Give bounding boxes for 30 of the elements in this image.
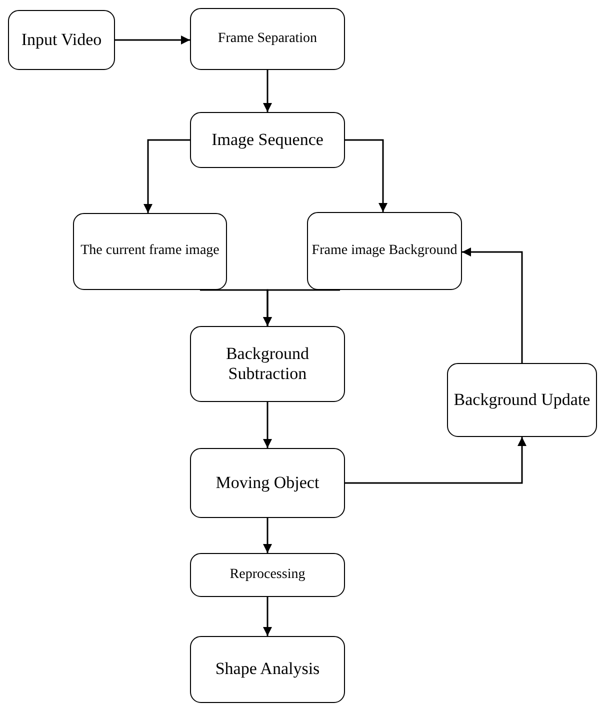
process-box <box>190 636 345 703</box>
arrow <box>263 597 272 636</box>
process-box <box>190 553 345 597</box>
arrow <box>263 402 272 448</box>
box-label: Background Update <box>454 390 590 410</box>
arrow <box>345 437 526 484</box>
arrow <box>263 70 272 112</box>
process-box <box>190 8 345 70</box>
arrow <box>263 289 340 326</box>
box-label: The current frame image <box>80 243 220 260</box>
arrow <box>115 36 190 44</box>
box-label: Background Subtraction <box>224 344 310 384</box>
arrow <box>462 248 523 363</box>
process-box <box>190 112 345 168</box>
box-label: Moving Object <box>216 472 320 494</box>
arrow <box>345 139 388 212</box>
box-label: Frame image Background <box>312 242 458 260</box>
process-box <box>8 10 115 70</box>
arrow <box>263 518 272 553</box>
process-box <box>190 326 345 402</box>
process-box <box>447 363 597 437</box>
box-label: Image Sequence <box>212 130 324 150</box>
process-box <box>190 448 345 518</box>
box-label: Input Video <box>21 30 102 50</box>
box-label: Shape Analysis <box>215 659 320 680</box>
box-label: Frame Separation <box>218 30 318 48</box>
box-label: Reprocessing <box>230 566 306 584</box>
process-box <box>307 212 462 290</box>
arrow <box>144 139 190 213</box>
process-box <box>73 213 227 290</box>
